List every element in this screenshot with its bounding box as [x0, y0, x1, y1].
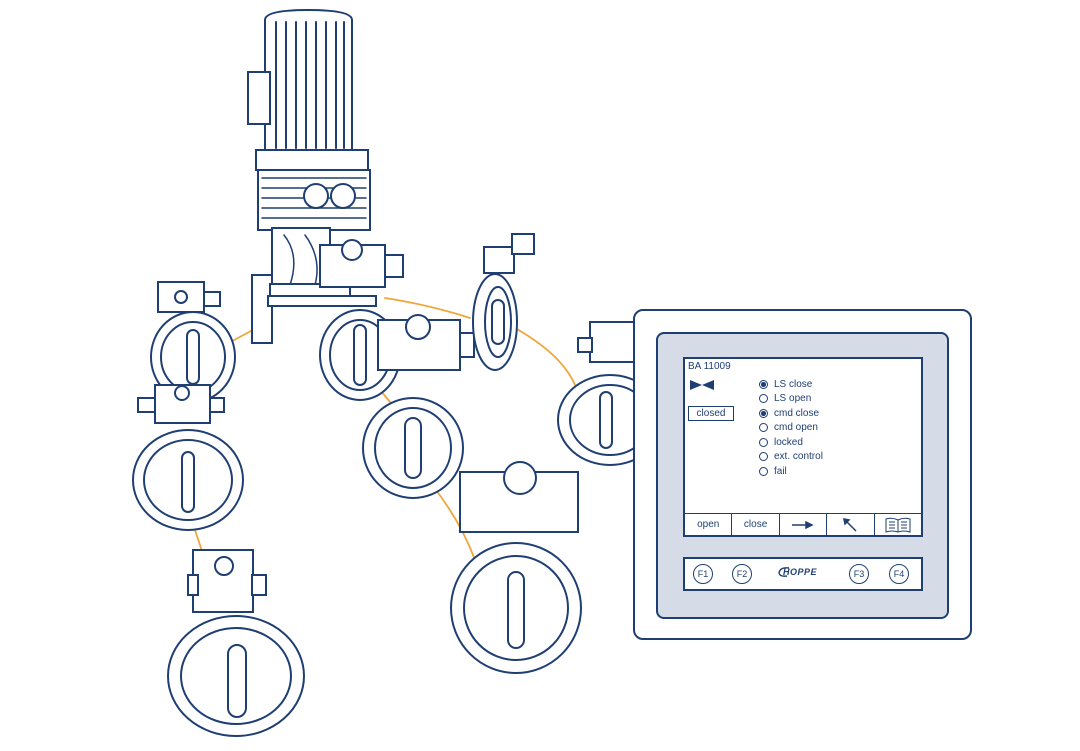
status-item: LS close — [759, 377, 823, 392]
status-item: LS open — [759, 392, 823, 407]
pump-motor — [247, 8, 377, 344]
close-softkey[interactable]: close — [732, 514, 780, 535]
hmi-screen: BA 11009 closed LS close LS open cmd clo… — [683, 357, 923, 537]
status-item: locked — [759, 435, 823, 450]
status-radio-icon — [759, 423, 768, 433]
softkey-bar: open close — [685, 513, 922, 535]
status-radio-icon — [759, 452, 768, 462]
f1-button[interactable]: F1 — [693, 564, 713, 584]
butterfly-valve-7 — [450, 461, 582, 674]
status-radio-icon — [759, 408, 768, 418]
screen-id-label: BA 11009 — [688, 361, 731, 372]
status-item: cmd close — [759, 406, 823, 421]
butterfly-valve-2 — [132, 384, 244, 531]
valve-state-indicator: closed — [688, 406, 734, 421]
arrow-right-softkey[interactable] — [779, 514, 828, 535]
status-radio-icon — [759, 437, 768, 447]
diagonal-arrow-icon — [843, 517, 857, 532]
status-radio-icon — [759, 466, 768, 476]
hoppe-logo-icon — [778, 567, 790, 577]
open-softkey[interactable]: open — [685, 514, 733, 535]
status-list: LS close LS open cmd close cmd open lock… — [759, 377, 823, 479]
f4-button[interactable]: F4 — [889, 564, 909, 584]
valve-symbol-icon — [690, 380, 714, 390]
butterfly-valve-1 — [150, 281, 236, 403]
butterfly-valve-6 — [472, 233, 535, 371]
arrow-right-icon — [792, 520, 814, 529]
status-item: ext. control — [759, 450, 823, 465]
diagonal-arrow-softkey[interactable] — [827, 514, 875, 535]
manual-softkey[interactable] — [874, 514, 922, 535]
status-item: cmd open — [759, 421, 823, 436]
status-item: fail — [759, 464, 823, 479]
function-keypad: F1 F2 HOPPE F3 F4 — [683, 557, 923, 591]
status-radio-icon — [759, 379, 768, 389]
book-icon — [885, 517, 911, 533]
f2-button[interactable]: F2 — [732, 564, 752, 584]
f3-button[interactable]: F3 — [849, 564, 869, 584]
butterfly-valve-5 — [362, 314, 475, 499]
butterfly-valve-3 — [167, 549, 305, 737]
brand-logo: HOPPE — [783, 567, 818, 577]
status-radio-icon — [759, 394, 768, 404]
